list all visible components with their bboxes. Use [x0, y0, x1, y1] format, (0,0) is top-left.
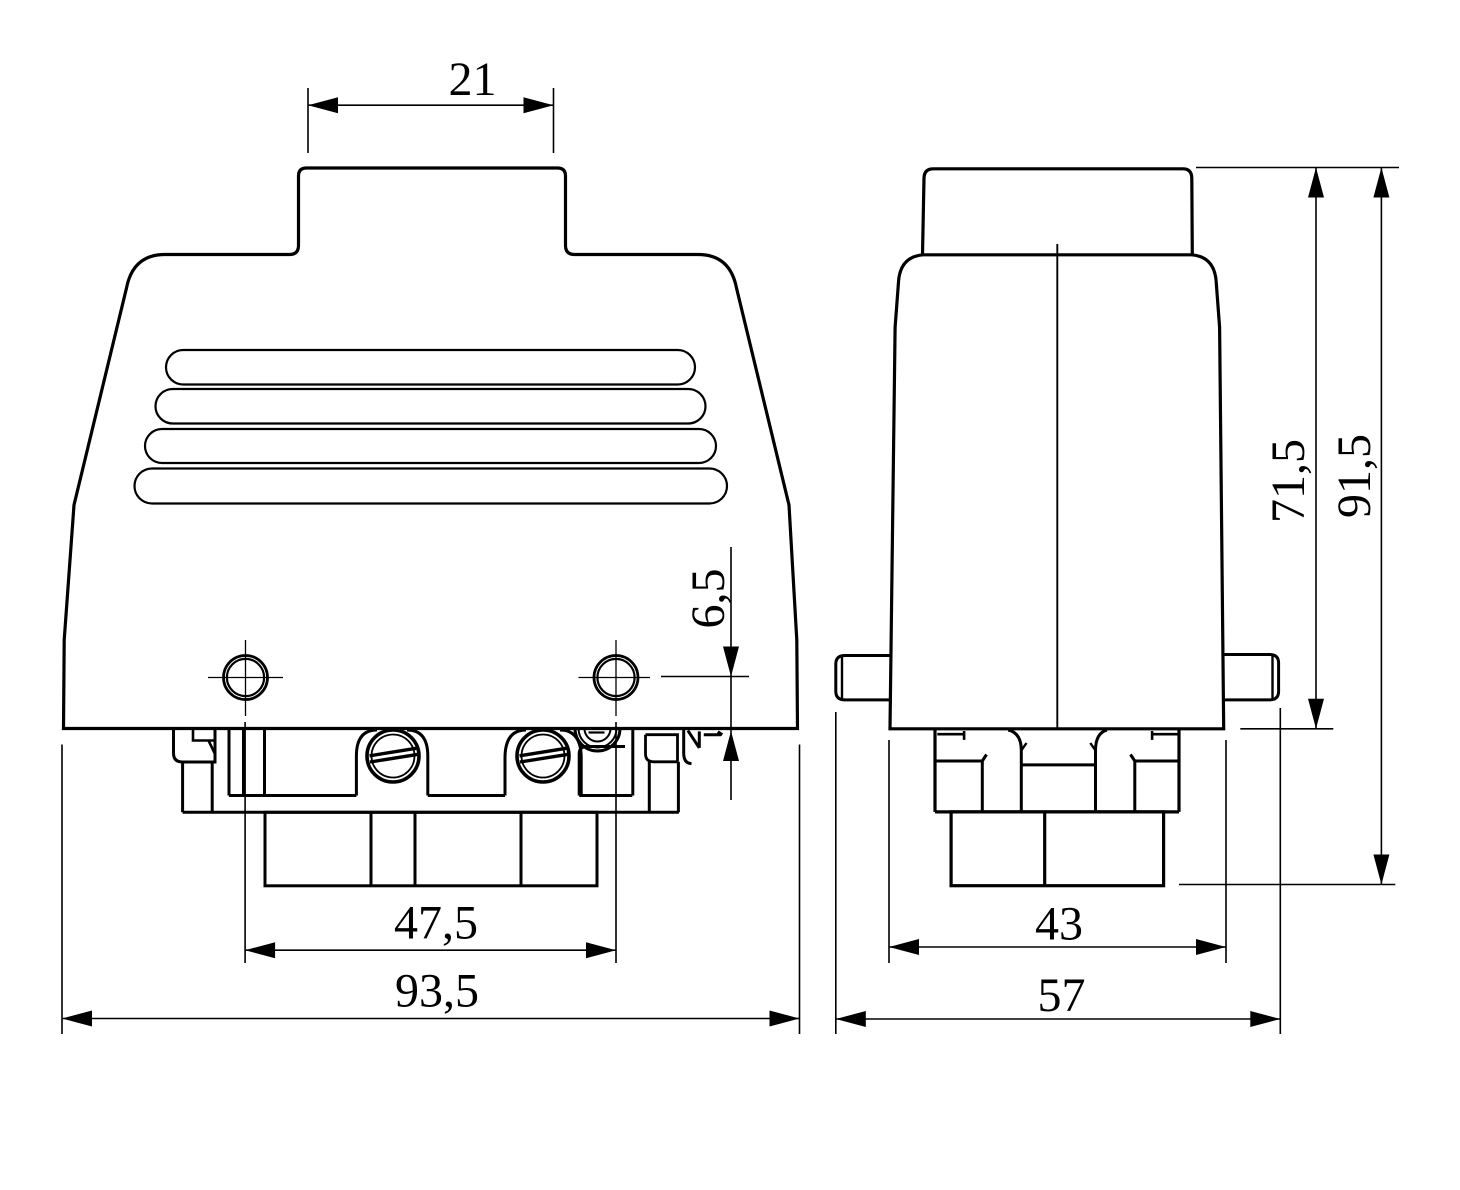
svg-text:21: 21: [449, 53, 497, 106]
svg-text:93,5: 93,5: [395, 965, 479, 1018]
svg-text:57: 57: [1038, 969, 1086, 1022]
svg-text:91,5: 91,5: [1328, 434, 1381, 518]
svg-text:71,5: 71,5: [1262, 439, 1315, 523]
svg-text:43: 43: [1035, 898, 1083, 951]
svg-text:47,5: 47,5: [394, 897, 478, 950]
svg-text:6,5: 6,5: [682, 569, 735, 629]
